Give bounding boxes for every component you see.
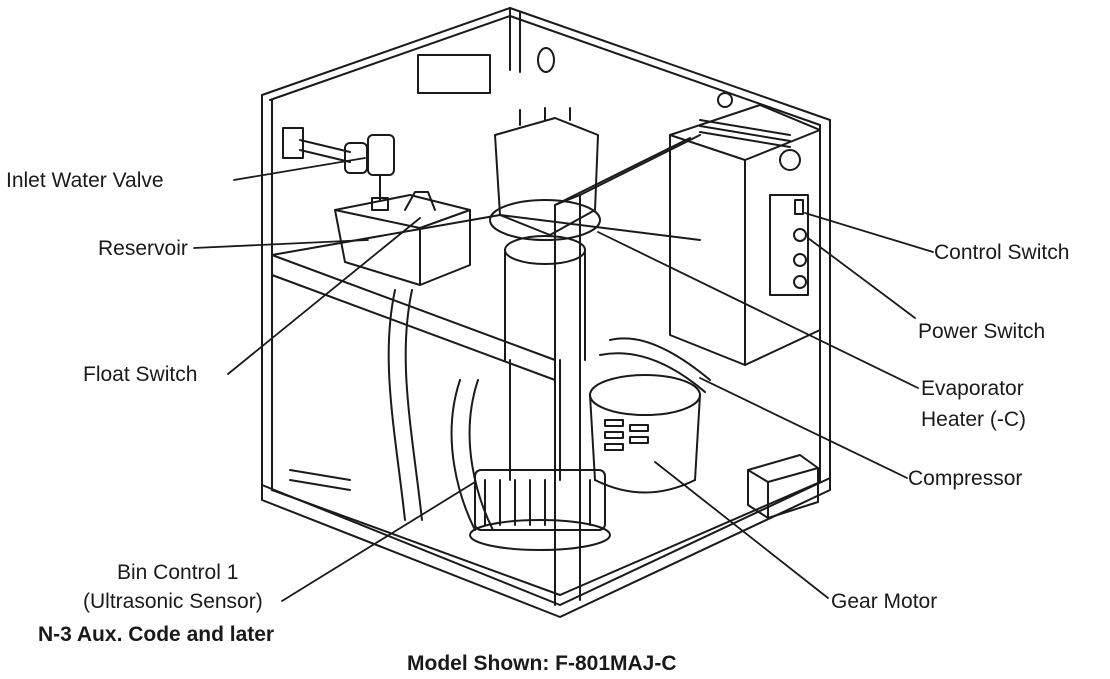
top-panel-details (417, 47, 733, 108)
gear-motor-base (469, 469, 611, 551)
label-inlet-water-valve: Inlet Water Valve (6, 169, 164, 192)
leader-bin-control (281, 481, 476, 602)
evaporator-part (489, 107, 601, 481)
label-evaporator-heater-line2: Heater (-C) (921, 408, 1027, 431)
label-float-switch: Float Switch (83, 363, 198, 386)
label-power-switch: Power Switch (918, 320, 1046, 343)
reservoir-part (334, 191, 471, 286)
label-bin-control-line1: Bin Control 1 (117, 561, 239, 584)
leader-gear-motor (654, 461, 829, 599)
leader-reservoir (193, 239, 369, 249)
inlet-valve-part (282, 127, 395, 211)
label-reservoir: Reservoir (98, 237, 188, 260)
control-box-part (669, 104, 821, 366)
label-aux-code-note: N-3 Aux. Code and later (38, 623, 275, 646)
leader-compressor (699, 377, 908, 479)
label-evaporator-heater-line1: Evaporator (921, 377, 1024, 400)
label-compressor: Compressor (908, 467, 1023, 490)
leader-evaporator-heater (597, 231, 919, 389)
shelf-beam (271, 214, 701, 381)
label-gear-motor: Gear Motor (831, 590, 938, 613)
leader-power-switch (807, 237, 916, 319)
compressor-part (589, 337, 711, 494)
leader-float-switch (227, 217, 421, 375)
leader-control-switch (804, 212, 934, 253)
leader-inlet-water-valve (233, 157, 366, 181)
junction-box-part (747, 454, 819, 519)
drain-tubes (289, 289, 494, 531)
front-corner-post (554, 134, 701, 606)
label-model-shown: Model Shown: F-801MAJ-C (407, 652, 677, 675)
label-control-switch: Control Switch (934, 241, 1070, 264)
label-bin-control-line2: (Ultrasonic Sensor) (83, 590, 263, 613)
